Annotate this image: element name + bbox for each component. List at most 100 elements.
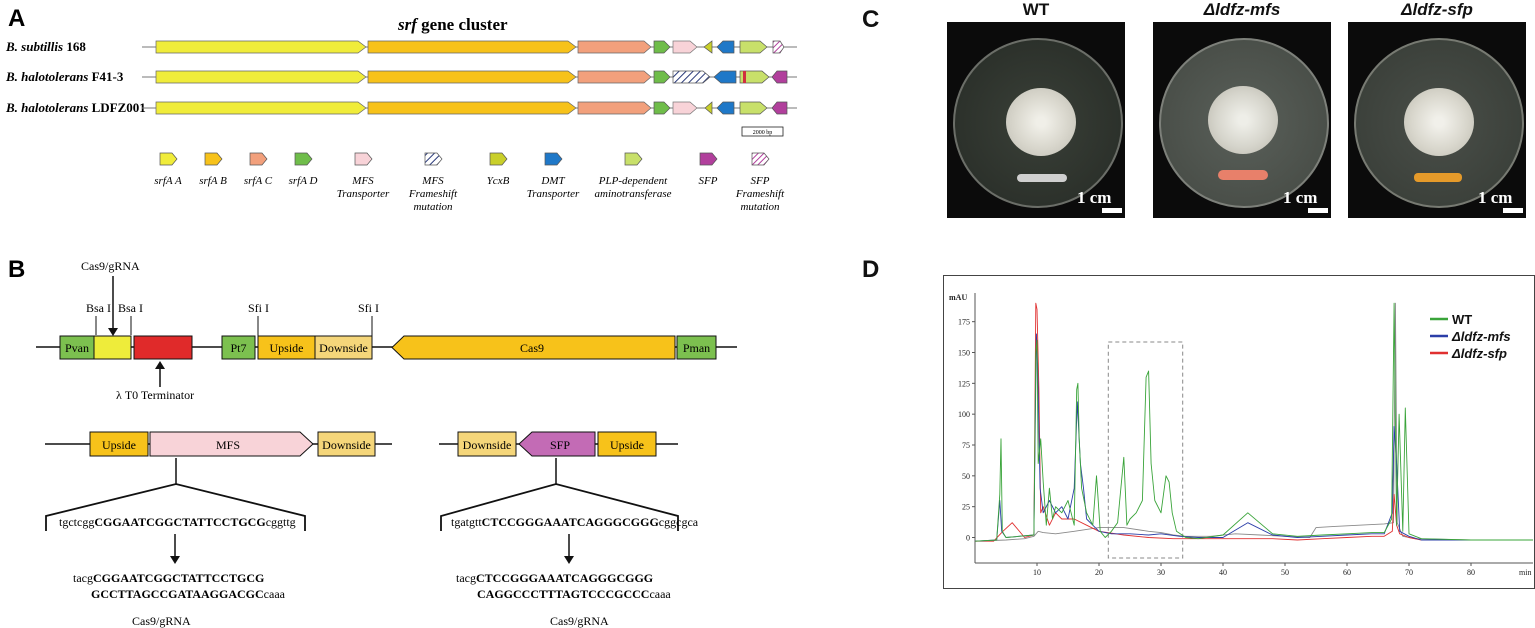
legend-swatch xyxy=(204,152,223,166)
sfp-edited-sequence-1: tacgCTCCGGGAAATCAGGGCGGG xyxy=(456,571,653,585)
mfs-target-sequence: tgctcggCGGAATCGGCTATTCCTGCGcggttg xyxy=(59,515,296,529)
downside-block xyxy=(314,335,373,360)
pman-label: Pman xyxy=(683,341,710,355)
plate-title-sfp: Δldfz-sfp xyxy=(1401,0,1473,19)
legend-swatch xyxy=(544,152,563,166)
mfs-cas9-grna-label: Cas9/gRNA xyxy=(132,614,191,628)
plasmid-map: Pvan Pt7 Upside Downside Cas9 Pman xyxy=(59,335,717,360)
scale-label: 1 cm xyxy=(1283,188,1318,207)
plate-photo-mfs: 1 cm xyxy=(1153,22,1331,218)
cas9-gene xyxy=(391,335,676,360)
bsa-i-label-2: Bsa I xyxy=(118,301,143,315)
x-tick-label: 40 xyxy=(1219,568,1227,577)
mfs-gene xyxy=(149,431,314,457)
cas9-label: Cas9 xyxy=(520,341,544,355)
strain-label-3: B. halotolerans LDFZ001 xyxy=(5,100,146,115)
terminator-label: λ T0 Terminator xyxy=(116,388,194,402)
plate-photo-sfp: 1 cm xyxy=(1348,22,1526,218)
x-tick-label: 30 xyxy=(1157,568,1165,577)
legend-label: MFS xyxy=(421,175,444,187)
upside-label: Upside xyxy=(270,341,304,355)
chart-frame xyxy=(943,275,1535,589)
legend-label: srfA C xyxy=(244,175,273,187)
legend-label: Δldfz-mfs xyxy=(1451,329,1511,344)
legend-label: srfA A xyxy=(154,175,182,187)
legend-label: DMT xyxy=(540,175,565,187)
x-tick-label: 20 xyxy=(1095,568,1103,577)
mfs-edited-sequence-1: tacgCGGAATCGGCTATTCCTGCG xyxy=(73,571,264,585)
sfp-gene xyxy=(518,431,596,457)
sfp-cas9-grna-label: Cas9/gRNA xyxy=(550,614,609,628)
legend-label: mutation xyxy=(413,201,453,213)
strain-label-2: B. halotolerans F41-3 xyxy=(5,69,124,84)
legend-label: aminotransferase xyxy=(595,188,672,200)
series-line-wt xyxy=(974,302,1533,542)
strain-label-1: B. subtillis 168 xyxy=(5,39,86,54)
legend-label: srfA D xyxy=(289,175,318,187)
pvan-label: Pvan xyxy=(65,341,89,355)
x-tick-label: 10 xyxy=(1033,568,1041,577)
legend-label: Frameshift xyxy=(735,188,785,200)
sfp-upside-label: Upside xyxy=(610,438,644,452)
legend-swatch xyxy=(624,152,643,166)
x-tick-label: 60 xyxy=(1343,568,1351,577)
legend-label: Δldfz-sfp xyxy=(1451,346,1507,361)
scale-bar xyxy=(1503,208,1523,213)
sfp-gene-label: SFP xyxy=(550,438,570,452)
legend-label: YcxB xyxy=(487,175,510,187)
terminator-block xyxy=(133,335,193,360)
bacterial-streak xyxy=(1017,174,1067,182)
panel-letter-a: A xyxy=(8,5,25,32)
sfp-edited-sequence-2: CAGGCCCTTTAGTCCCGCCCcaaa xyxy=(477,587,671,601)
legend-label: mutation xyxy=(740,201,780,213)
y-tick-label: 50 xyxy=(962,472,970,481)
series-line-sfp xyxy=(975,302,1533,542)
panel-b: B Cas9/gRNA Bsa I Bsa I Sfi I Sfi I Pvan… xyxy=(8,256,737,628)
y-tick-label: 150 xyxy=(958,349,970,358)
panel-letter-b: B xyxy=(8,256,25,283)
pman-promoter xyxy=(676,335,717,360)
sfp-upside-block xyxy=(597,431,657,457)
legend-label: SFP xyxy=(751,175,770,187)
legend-swatch xyxy=(159,152,178,166)
legend-label: Transporter xyxy=(337,188,390,200)
y-axis-label: mAU xyxy=(949,293,967,302)
highlight-box xyxy=(1107,341,1184,559)
fungal-colony xyxy=(1404,88,1474,156)
panel-a: A srf gene cluster B. subtillis 168 B. h… xyxy=(5,5,797,213)
mfs-construct: Upside MFS Downside xyxy=(89,431,376,457)
legend-swatch xyxy=(354,152,373,166)
plate-title-wt: WT xyxy=(1022,0,1050,19)
legend-swatch xyxy=(751,152,770,166)
bacterial-streak xyxy=(1414,173,1462,182)
x-tick-label: 50 xyxy=(1281,568,1289,577)
mfs-downside-label: Downside xyxy=(322,438,371,452)
y-tick-label: 175 xyxy=(958,318,970,327)
bsa-i-label-1: Bsa I xyxy=(86,301,111,315)
mfs-upside-block xyxy=(89,431,149,457)
grna-cassette xyxy=(93,335,132,360)
sfi-i-label-2: Sfi I xyxy=(358,301,379,315)
mfs-downside-block xyxy=(317,431,376,457)
mfs-upside-label: Upside xyxy=(102,438,136,452)
gene-cluster-row-2 xyxy=(142,70,797,84)
sfp-target-sequence: tgatgttCTCCGGGAAATCAGGGCGGGcggcgca xyxy=(451,515,699,529)
legend-label: Frameshift xyxy=(408,188,458,200)
srf-cluster-title: srf gene cluster xyxy=(397,15,508,34)
gene-cluster-row-1 xyxy=(142,40,797,54)
scale-label: 1 cm xyxy=(1077,188,1112,207)
scale-bar-label: 2000 bp xyxy=(753,130,773,136)
fungal-colony xyxy=(1208,86,1278,154)
scale-bar-2000bp xyxy=(741,126,784,137)
panel-letter-d: D xyxy=(862,256,880,283)
scale-bar xyxy=(1102,208,1122,213)
y-tick-label: 125 xyxy=(958,379,970,388)
y-tick-label: 75 xyxy=(962,441,970,450)
x-axis-label: min xyxy=(1519,568,1531,577)
legend-swatch xyxy=(294,152,313,166)
bacterial-streak xyxy=(1218,170,1268,180)
mfs-edited-sequence-2: GCCTTAGCCGATAAGGACGCcaaa xyxy=(91,587,286,601)
cas9-grna-top-label: Cas9/gRNA xyxy=(81,259,140,273)
